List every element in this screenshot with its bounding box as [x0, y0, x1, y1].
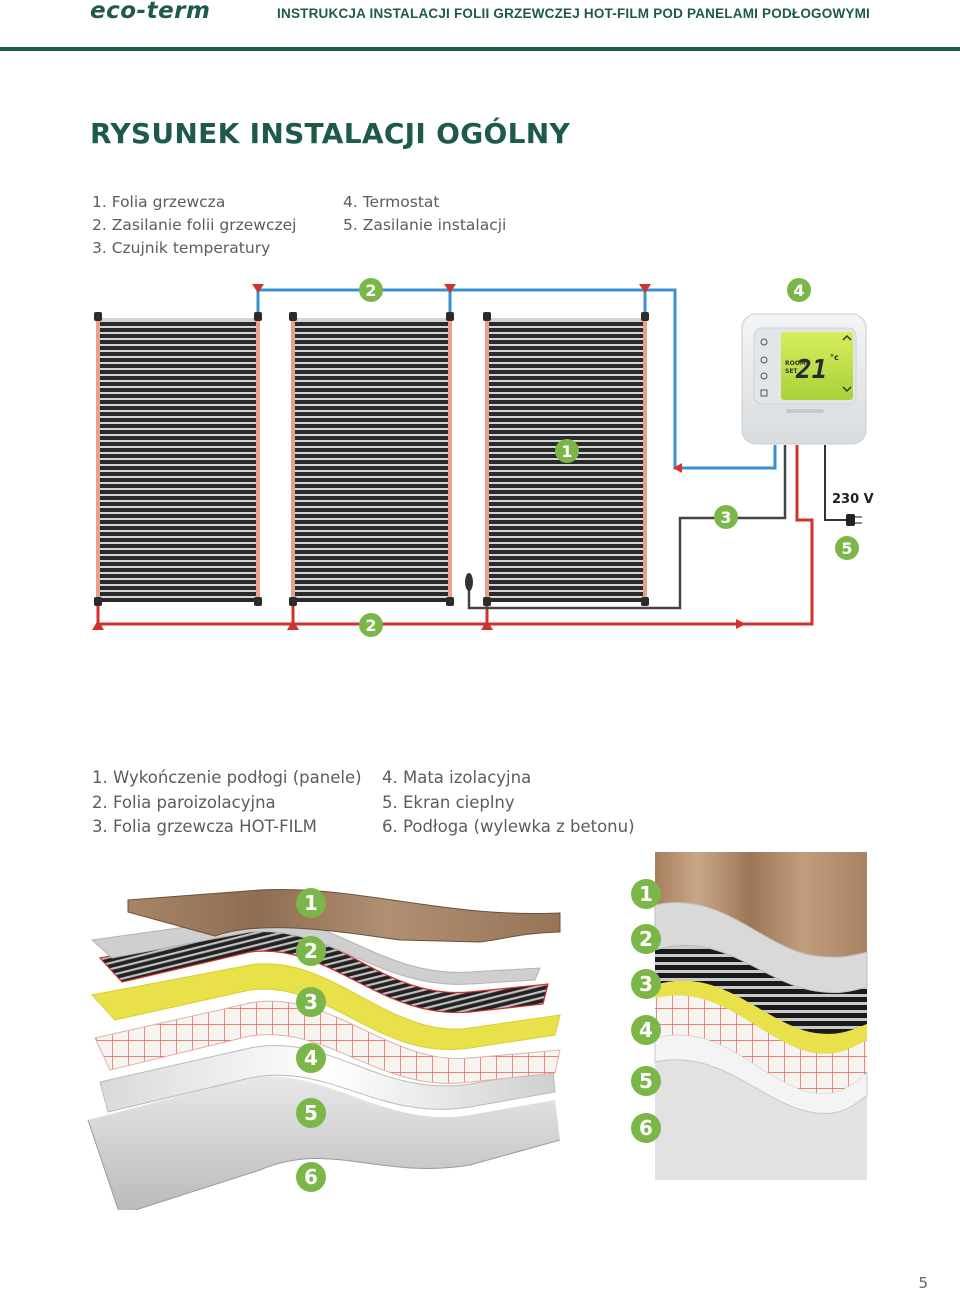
svg-text:4: 4 — [793, 281, 804, 300]
layer-badge: 1 — [631, 879, 661, 909]
film-connector — [483, 597, 491, 606]
floor-layers-diagram: 1 2 3 4 5 6 1 2 3 4 5 6 — [0, 850, 960, 1210]
lcd-unit: °c — [830, 353, 839, 362]
badge-supply-top: 2 — [359, 278, 383, 302]
layer-badge: 2 — [296, 936, 326, 966]
svg-text:2: 2 — [639, 927, 653, 951]
svg-text:3: 3 — [304, 990, 318, 1014]
svg-text:5: 5 — [304, 1101, 318, 1125]
svg-text:3: 3 — [720, 508, 731, 527]
film-connector — [94, 597, 102, 606]
heating-film-panel — [94, 312, 262, 606]
power-plug — [846, 514, 855, 526]
thermostat: ROOM SET 21 °c — [742, 314, 866, 444]
svg-text:1: 1 — [304, 891, 318, 915]
legend-item: 4. Mata izolacyjna — [382, 766, 635, 791]
cutaway-section — [655, 852, 867, 1180]
svg-text:6: 6 — [304, 1165, 318, 1189]
power-cord — [825, 445, 846, 520]
film-connector — [641, 312, 649, 321]
svg-text:1: 1 — [561, 442, 572, 461]
film-connector — [94, 312, 102, 321]
heating-film-panel — [289, 312, 454, 606]
film-connector — [254, 597, 262, 606]
film-connector — [254, 312, 262, 321]
svg-text:6: 6 — [639, 1116, 653, 1140]
svg-text:4: 4 — [639, 1018, 653, 1042]
layer-badge: 2 — [631, 924, 661, 954]
temperature-sensor — [465, 573, 473, 591]
header-divider — [0, 47, 960, 51]
layer-badge: 6 — [296, 1162, 326, 1192]
film-connector — [446, 597, 454, 606]
svg-text:1: 1 — [639, 882, 653, 906]
svg-text:3: 3 — [639, 972, 653, 996]
layer-badge: 5 — [296, 1098, 326, 1128]
layer-badge: 4 — [631, 1015, 661, 1045]
badge-sensor: 3 — [714, 505, 738, 529]
layer-badge: 3 — [631, 969, 661, 999]
layer-badge: 1 — [296, 888, 326, 918]
voltage-label: 230 V — [832, 492, 874, 507]
layers-legend-left: 1. Wykończenie podłogi (panele) 2. Folia… — [92, 766, 362, 840]
svg-text:5: 5 — [639, 1069, 653, 1093]
layer-badge: 4 — [296, 1043, 326, 1073]
layer-badge: 3 — [296, 987, 326, 1017]
installation-legend-right: 4. Termostat 5. Zasilanie instalacji — [343, 191, 506, 237]
badge-heating-film: 1 — [555, 439, 579, 463]
svg-text:2: 2 — [365, 281, 376, 300]
installation-legend-left: 1. Folia grzewcza 2. Zasilanie folii grz… — [92, 191, 296, 260]
legend-item: 2. Folia paroizolacyjna — [92, 791, 362, 816]
header-title: INSTRUKCJA INSTALACJI FOLII GRZEWCZEJ HO… — [277, 6, 870, 21]
legend-item: 3. Folia grzewcza HOT-FILM — [92, 815, 362, 840]
svg-text:5: 5 — [841, 539, 852, 558]
badge-supply-bottom: 2 — [359, 613, 383, 637]
page-number: 5 — [918, 1274, 928, 1292]
brand-logo: eco-term — [90, 0, 210, 24]
legend-item: 1. Wykończenie podłogi (panele) — [92, 766, 362, 791]
legend-item: 4. Termostat — [343, 191, 506, 214]
lcd-temperature: 21 — [795, 355, 827, 385]
legend-item: 2. Zasilanie folii grzewczej — [92, 214, 296, 237]
section-title: RYSUNEK INSTALACJI OGÓLNY — [90, 117, 570, 150]
legend-item: 5. Ekran cieplny — [382, 791, 635, 816]
film-connector — [483, 312, 491, 321]
film-connector — [641, 597, 649, 606]
film-connector — [289, 312, 297, 321]
legend-item: 1. Folia grzewcza — [92, 191, 296, 214]
badge-power: 5 — [835, 536, 859, 560]
legend-item: 6. Podłoga (wylewka z betonu) — [382, 815, 635, 840]
red-arrow-marker — [736, 619, 746, 629]
installation-diagram: 230 V ROOM SET 21 °c 2 4 1 3 5 — [0, 270, 960, 670]
svg-text:2: 2 — [304, 939, 318, 963]
legend-item: 5. Zasilanie instalacji — [343, 214, 506, 237]
layer-badge: 6 — [631, 1113, 661, 1143]
svg-text:4: 4 — [304, 1046, 318, 1070]
layers-legend-right: 4. Mata izolacyjna 5. Ekran cieplny 6. P… — [382, 766, 635, 840]
legend-item: 3. Czujnik temperatury — [92, 237, 296, 260]
film-connector — [446, 312, 454, 321]
film-connector — [289, 597, 297, 606]
layer-badge: 5 — [631, 1066, 661, 1096]
svg-text:2: 2 — [365, 616, 376, 635]
badge-thermostat: 4 — [787, 278, 811, 302]
thermostat-logo-strip — [786, 409, 824, 413]
